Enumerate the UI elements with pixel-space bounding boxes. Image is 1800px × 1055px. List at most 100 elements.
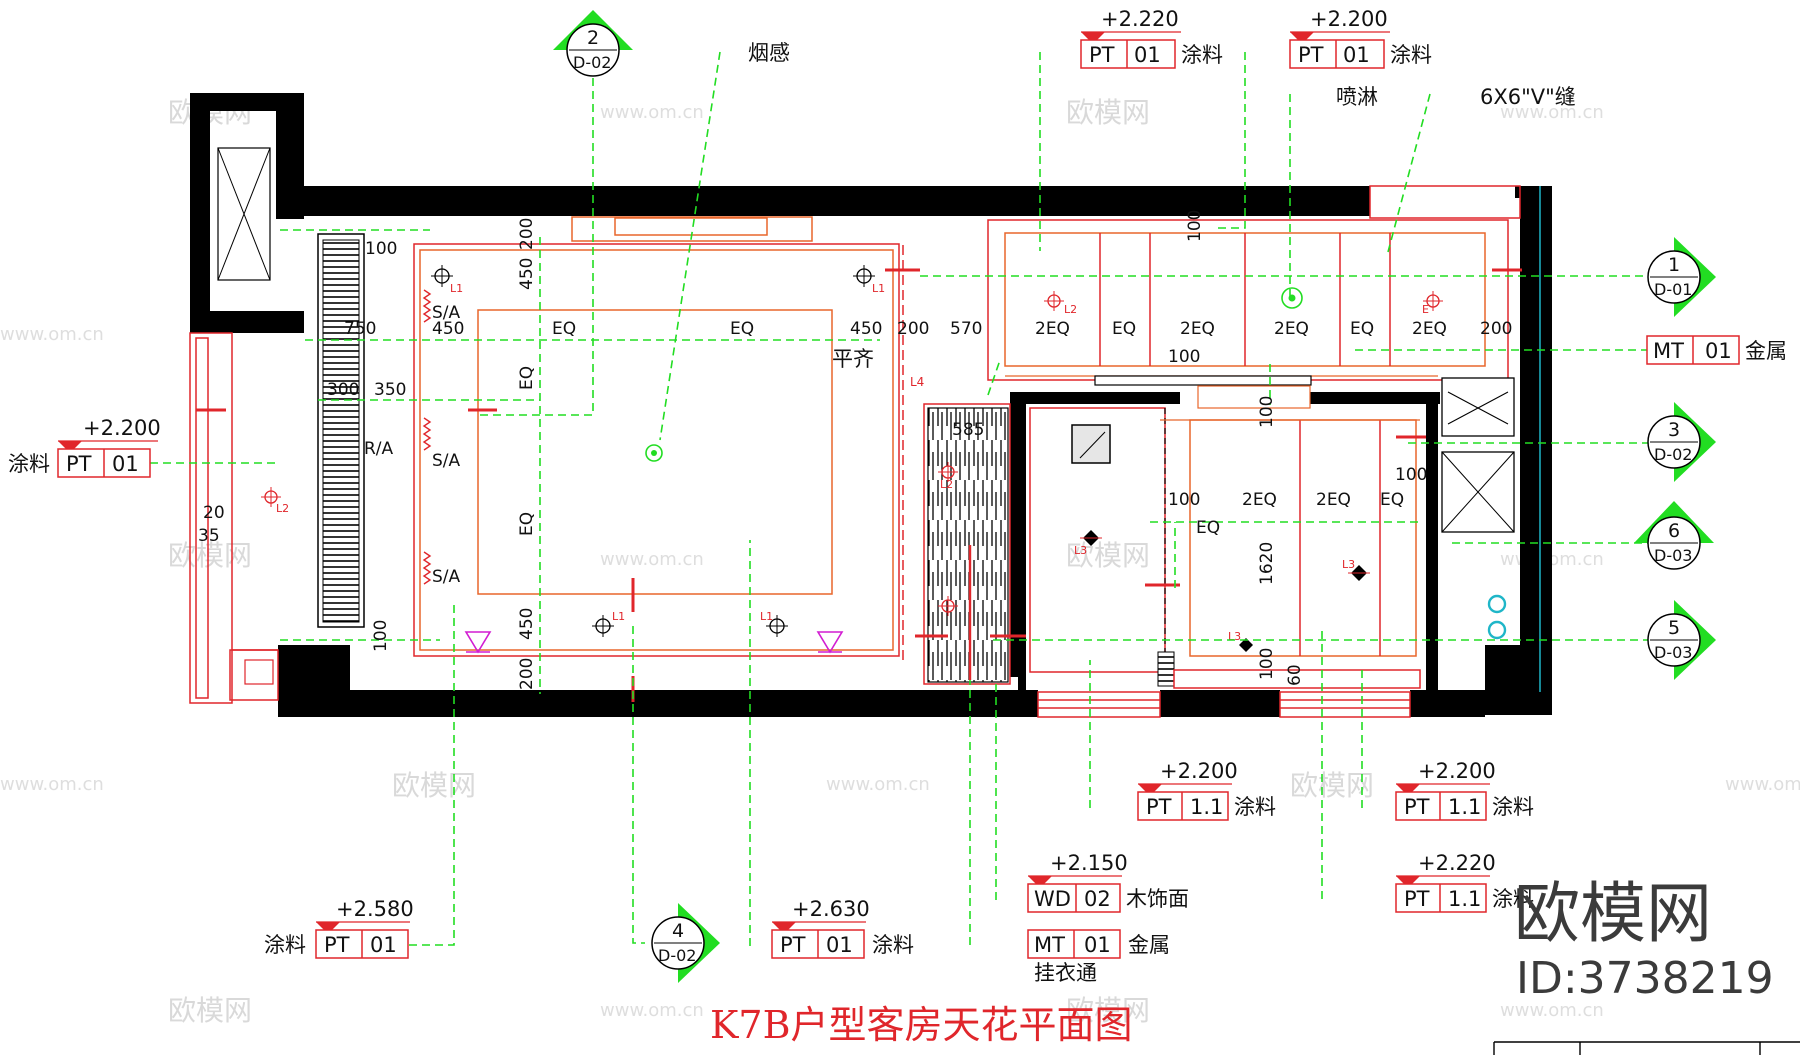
return-air-label: R/A [364, 439, 394, 459]
downlight-icon [938, 596, 958, 616]
svg-text:D-02: D-02 [573, 53, 611, 72]
spotlight-icon [1080, 530, 1102, 546]
svg-text:PT: PT [1146, 795, 1172, 819]
downlight-icon [938, 462, 958, 482]
dimension-label: 100 [1395, 465, 1427, 485]
svg-text:1: 1 [1668, 254, 1680, 276]
material-tag: +2.200 PT 01 涂料 [8, 416, 161, 478]
dimension-label: 2EQ [1035, 319, 1070, 339]
dimension-label: 2EQ [1316, 490, 1351, 510]
dimension-label: 2EQ [1242, 490, 1277, 510]
light-code: L2 [940, 478, 953, 491]
supply-air-label: S/A [432, 303, 461, 323]
svg-text:+2.630: +2.630 [792, 897, 870, 921]
annotations: 烟感 喷淋 6X6"V"缝 平齐 挂衣通 S/A S/A S/A R/A L4 [364, 41, 1576, 985]
svg-text:01: 01 [826, 933, 853, 957]
spotlight-icon [1348, 565, 1370, 581]
bathroom-ceiling [1029, 377, 1515, 689]
svg-text:+2.580: +2.580 [336, 897, 414, 921]
svg-text:D-02: D-02 [1654, 445, 1692, 464]
dimension-label: 100 [371, 620, 391, 652]
supply-air-label: S/A [432, 451, 461, 471]
dimension-label: EQ [1112, 319, 1136, 339]
svg-text:02: 02 [1084, 887, 1111, 911]
light-code: L2 [276, 502, 289, 515]
material-tag: +2.200 PT 1.1 涂料 [1137, 759, 1276, 821]
light-code: E [1422, 303, 1429, 316]
light-code: L3 [1342, 558, 1355, 571]
dimension-label: 35 [198, 526, 220, 546]
watermark-url: www.om.cn [1725, 774, 1800, 795]
dimension-label: 450 [517, 258, 537, 290]
dimension-label: 100 [1168, 490, 1200, 510]
svg-text:01: 01 [1343, 43, 1370, 67]
watermark-url: www.om.cn [0, 324, 104, 345]
downlight-icon [1423, 291, 1443, 311]
svg-text:PT: PT [324, 933, 350, 957]
watermark-url: www.om.cn [1500, 102, 1604, 123]
svg-text:PT: PT [1404, 795, 1430, 819]
shaft-box [217, 147, 271, 281]
dimension-label: 1620 [1257, 542, 1277, 585]
light-strip-label: L4 [910, 375, 924, 389]
watermark-text: 欧模网 [1066, 539, 1150, 572]
downlight-icon [261, 487, 281, 507]
dimension-label: 2EQ [1180, 319, 1215, 339]
light-fixtures: L1 L1 L1 L1 L2 L2 L2 E L3 L3 L3 [261, 265, 1443, 652]
dimension-label: EQ [517, 366, 537, 390]
dimension-label: EQ [1380, 490, 1404, 510]
svg-text:+2.200: +2.200 [83, 416, 161, 440]
section-marker: 1 D-01 [1647, 237, 1716, 317]
watermark-text: 欧模网 [1290, 769, 1374, 802]
downlight-icon [1044, 291, 1064, 311]
watermark-layer: 欧模网 www.om.cn 欧模网 www.om.cn www.om.cn 欧模… [0, 96, 1800, 1027]
svg-text:1.1: 1.1 [1448, 795, 1481, 819]
watermark-text: 欧模网 [392, 769, 476, 802]
svg-text:4: 4 [672, 920, 684, 942]
svg-text:01: 01 [1705, 339, 1732, 363]
svg-text:涂料: 涂料 [1181, 43, 1223, 67]
dimension-label: 200 [517, 218, 537, 250]
svg-text:+2.200: +2.200 [1160, 759, 1238, 783]
return-air-grille [317, 233, 365, 628]
spotlight-icon [1239, 638, 1253, 652]
light-code: L2 [1064, 303, 1077, 316]
svg-text:+2.200: +2.200 [1418, 759, 1496, 783]
material-tag: +2.220 PT 01 涂料 [1080, 7, 1223, 69]
dimension-label: 350 [374, 380, 406, 400]
watermark-text: 欧模网 [1066, 96, 1150, 129]
dimension-label: 100 [1257, 648, 1277, 680]
dimension-label: EQ [517, 512, 537, 536]
dimension-label: 200 [897, 319, 929, 339]
dimension-label: 585 [952, 420, 984, 440]
dimension-label: 570 [950, 319, 982, 339]
downlight-icon [766, 615, 788, 637]
dimension-label: 100 [1185, 210, 1205, 242]
watermark-text: 欧模网 [168, 994, 252, 1027]
svg-text:涂料: 涂料 [1234, 795, 1276, 819]
svg-text:金属: 金属 [1128, 933, 1170, 957]
watermark-url: www.om.cn [1500, 1000, 1604, 1021]
corridor-ceiling [987, 219, 1509, 409]
svg-text:木饰面: 木饰面 [1126, 887, 1189, 911]
material-tag: +2.200 PT 1.1 涂料 [1395, 759, 1534, 821]
flush-label: 平齐 [832, 347, 874, 371]
drawing-title: K7B户型客房天花平面图 [710, 1003, 1133, 1047]
wall-linework [189, 185, 1541, 718]
svg-text:MT: MT [1034, 933, 1065, 957]
dimension-label: EQ [552, 319, 576, 339]
dimension-label: 60 [1285, 664, 1305, 686]
dimension-label: EQ [730, 319, 754, 339]
dimension-label: 100 [1168, 347, 1200, 367]
svg-text:金属: 金属 [1745, 339, 1787, 363]
svg-text:WD: WD [1034, 887, 1071, 911]
svg-text:涂料: 涂料 [1390, 43, 1432, 67]
smoke-detector-icon [645, 444, 663, 462]
dimension-label: 100 [1257, 396, 1277, 428]
supply-air-diffusers [422, 289, 432, 585]
svg-text:PT: PT [66, 452, 92, 476]
svg-text:+2.220: +2.220 [1418, 851, 1496, 875]
svg-text:01: 01 [370, 933, 397, 957]
svg-text:01: 01 [1084, 933, 1111, 957]
